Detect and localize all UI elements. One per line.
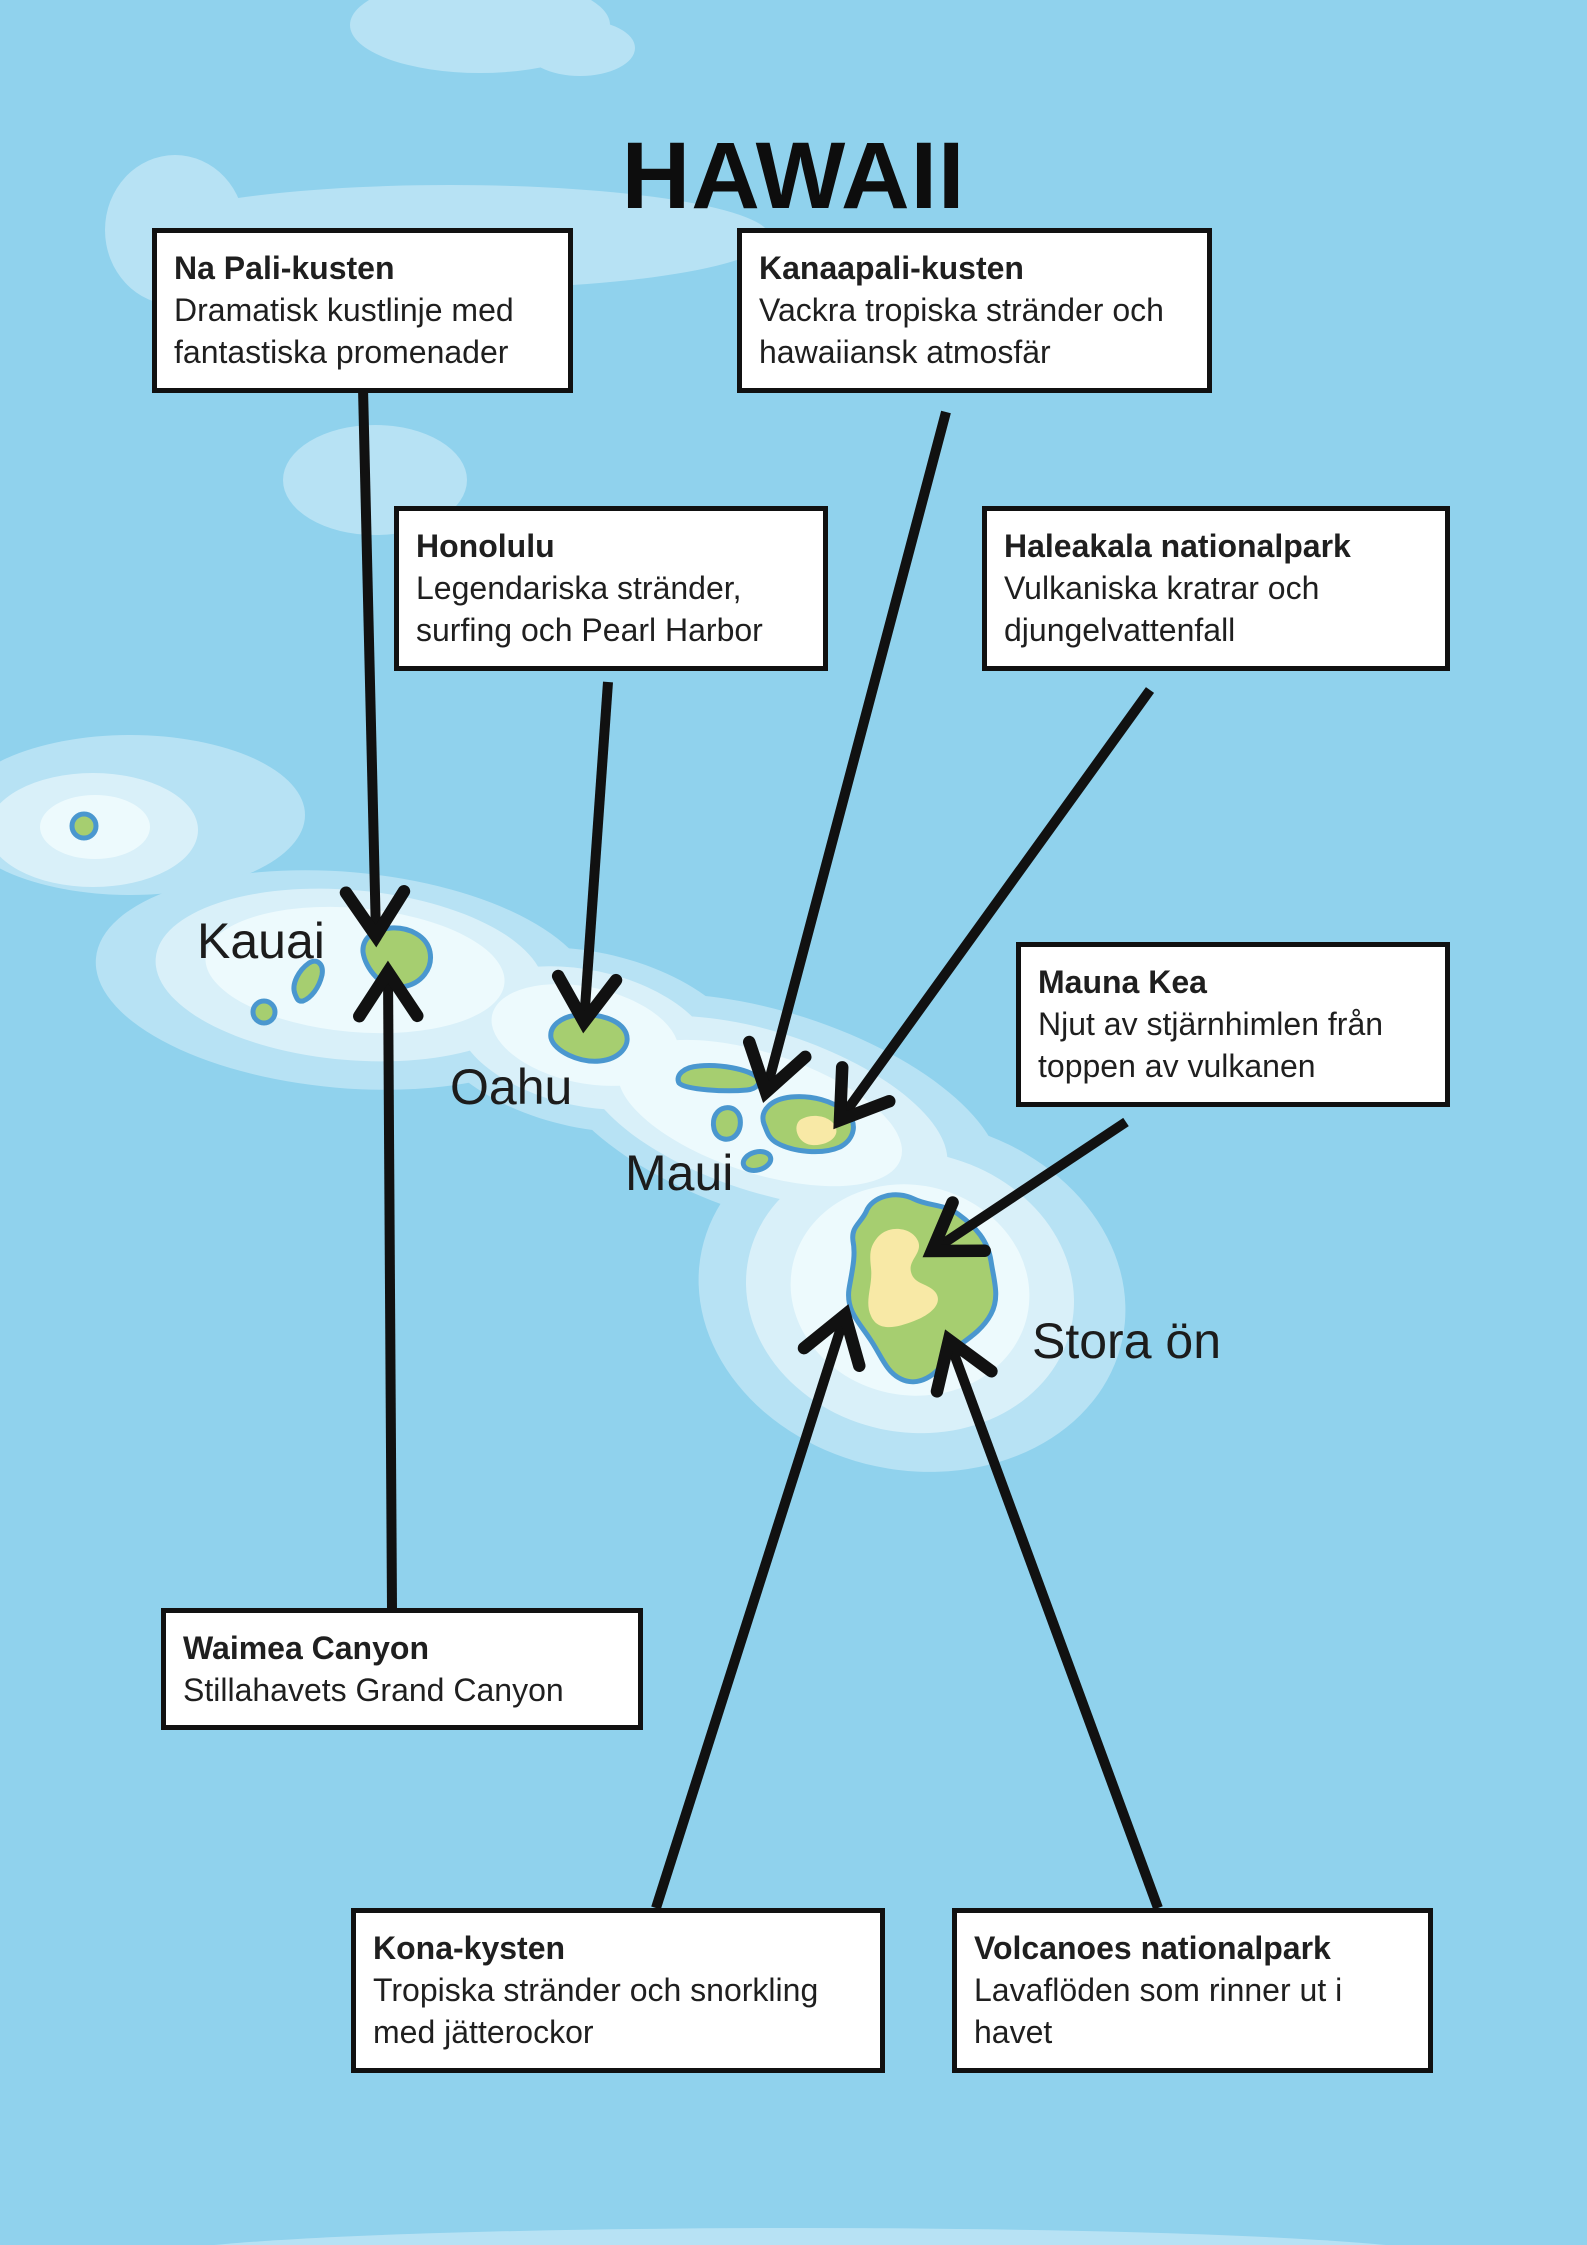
arrow-volcanoes: [930, 1329, 1163, 1910]
callout-body: Njut av stjärnhimlen från toppen av vulk…: [1038, 1006, 1384, 1085]
big-island-highland: [868, 1228, 938, 1328]
callout-title: Volcanoes nationalpark: [974, 1930, 1331, 1966]
island-lanai: [710, 1105, 743, 1142]
callout-na-pali-kusten: Na Pali-kusten Dramatisk kustlinje med f…: [152, 228, 573, 393]
callout-mauna-kea: Mauna Kea Njut av stjärnhimlen från topp…: [1016, 942, 1450, 1107]
arrow-na-pali: [339, 387, 411, 948]
callout-title: Kanaapali-kusten: [759, 250, 1024, 286]
island-molokai: [675, 1063, 762, 1094]
arrow-honolulu: [551, 681, 623, 1034]
callout-kona-kysten: Kona-kysten Tropiska stränder och snorkl…: [351, 1908, 885, 2073]
maui-highland: [796, 1115, 837, 1146]
callout-title: Waimea Canyon: [183, 1630, 429, 1666]
arrow-mauna-kea: [922, 1117, 1129, 1258]
callout-body: Legendariska stränder, surfing och Pearl…: [416, 570, 763, 649]
callout-title: Haleakala nationalpark: [1004, 528, 1351, 564]
callout-kanaapali-kusten: Kanaapali-kusten Vackra tropiska strände…: [737, 228, 1212, 393]
callout-title: Honolulu: [416, 528, 555, 564]
arrow-waimea: [353, 960, 424, 1611]
arrow-kona: [651, 1304, 866, 1910]
callout-haleakala-nationalpark: Haleakala nationalpark Vulkaniska kratra…: [982, 506, 1450, 671]
island-label-maui: Maui: [625, 1145, 734, 1201]
arrow-kanaapali: [742, 410, 951, 1103]
callout-body: Vackra tropiska stränder och hawaiiansk …: [759, 292, 1164, 371]
callout-body: Vulkaniska kratrar och djungelvattenfall: [1004, 570, 1320, 649]
callout-title: Mauna Kea: [1038, 964, 1207, 1000]
callout-title: Kona-kysten: [373, 1930, 566, 1966]
callout-waimea-canyon: Waimea Canyon Stillahavets Grand Canyon: [161, 1608, 643, 1731]
island-label-oahu: Oahu: [450, 1059, 573, 1115]
island-lehua: [69, 811, 99, 841]
callout-body: Dramatisk kustlinje med fantastiska prom…: [174, 292, 514, 371]
callout-title: Na Pali-kusten: [174, 250, 395, 286]
callout-honolulu: Honolulu Legendariska stränder, surfing …: [394, 506, 828, 671]
island-kaula: [250, 998, 278, 1026]
island-kahoolawe: [740, 1149, 774, 1173]
callout-volcanoes-nationalpark: Volcanoes nationalpark Lavaflöden som ri…: [952, 1908, 1433, 2073]
island-label-stora-on: Stora ön: [1032, 1313, 1222, 1369]
callout-body: Lavaflöden som rinner ut i havet: [974, 1972, 1343, 2051]
callout-body: Stillahavets Grand Canyon: [183, 1672, 564, 1709]
island-label-kauai: Kauai: [197, 913, 325, 969]
small-island-halo: [0, 735, 305, 895]
pointer-arrows: [339, 387, 1163, 1910]
callout-body: Tropiska stränder och snorkling med jätt…: [373, 1972, 819, 2051]
arrow-haleakala: [833, 687, 1155, 1130]
page-title: HAWAII: [621, 122, 966, 229]
island-niihau: [291, 958, 325, 1004]
